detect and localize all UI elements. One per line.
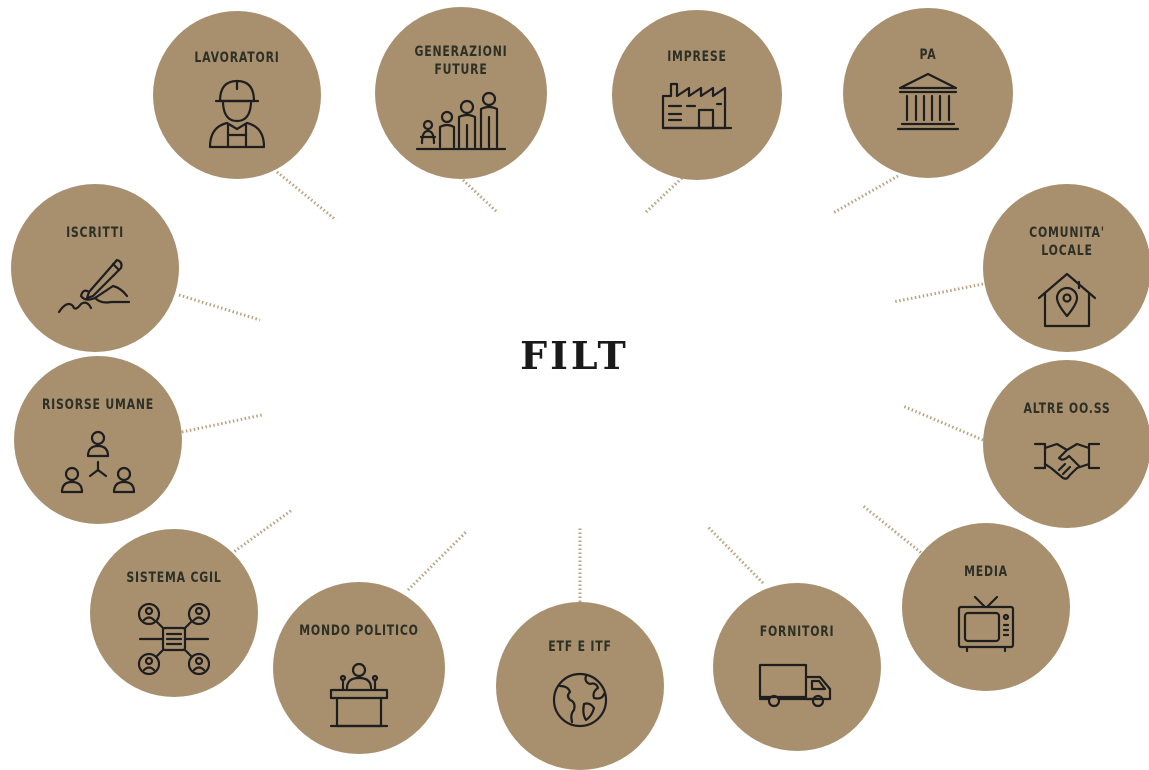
television-icon — [955, 593, 1017, 655]
center-title: FILT — [520, 333, 629, 378]
node-altre-oo-ss: ALTRE OO.SS — [983, 360, 1149, 528]
stakeholder-map: FILT LAVORATORI GENERAZIONI FUTURE IMPRE… — [11, 7, 1149, 770]
node-label: IMPRESE — [667, 49, 727, 65]
podium-speaker-icon — [327, 660, 391, 730]
home-location-icon — [1035, 270, 1099, 330]
connector-iscritti — [178, 293, 261, 322]
node-label: RISORSE UMANE — [41, 397, 155, 413]
connector-comunita-locale — [892, 282, 984, 304]
connector-lavoratori — [276, 170, 337, 222]
connector-pa — [832, 174, 899, 215]
connector-media — [861, 503, 925, 557]
family-icon — [415, 81, 507, 153]
node-risorse-umane: RISORSE UMANE — [14, 356, 182, 524]
network-icon — [136, 601, 212, 677]
government-building-icon — [896, 70, 960, 134]
node-label: SISTEMA CGIL — [126, 570, 222, 586]
node-label: ISCRITTI — [66, 225, 124, 241]
node-etf-e-itf: ETF E ITF — [496, 602, 664, 770]
worker-icon — [202, 73, 272, 149]
node-media: MEDIA — [902, 523, 1070, 691]
node-lavoratori: LAVORATORI — [153, 11, 321, 179]
node-label: ALTRE OO.SS — [1023, 401, 1111, 417]
node-label: MONDO POLITICO — [299, 623, 419, 639]
team-icon — [60, 428, 136, 498]
connector-lines — [178, 170, 984, 602]
connector-risorse-umane — [181, 413, 263, 434]
node-label: MEDIA — [964, 564, 1008, 580]
node-label: ETF E ITF — [548, 639, 612, 655]
node-sistema-cgil: SISTEMA CGIL — [90, 529, 258, 697]
signing-hand-icon — [57, 256, 133, 316]
globe-icon — [550, 670, 610, 730]
connector-generazioni-future — [461, 178, 499, 214]
node-label: FORNITORI — [759, 624, 835, 640]
connector-fornitori — [706, 525, 765, 585]
node-iscritti: ISCRITTI — [11, 184, 179, 352]
node-fornitori: FORNITORI — [713, 583, 881, 751]
node-imprese: IMPRESE — [612, 10, 782, 180]
truck-icon — [758, 661, 836, 709]
connector-mondo-politico — [406, 529, 469, 592]
node-comunita-locale: COMUNITA' LOCALE — [983, 184, 1149, 352]
node-generazioni-future: GENERAZIONI FUTURE — [375, 7, 547, 179]
node-label: GENERAZIONI FUTURE — [414, 44, 508, 78]
node-label: PA — [919, 47, 937, 63]
connector-imprese — [644, 176, 684, 214]
node-mondo-politico: MONDO POLITICO — [273, 582, 445, 754]
connector-sistema-cgil — [227, 508, 293, 558]
factory-icon — [659, 74, 735, 132]
connector-altre-oo-ss — [902, 404, 984, 442]
node-pa: PA — [843, 8, 1013, 178]
handshake-icon — [1033, 436, 1101, 480]
node-label: LAVORATORI — [194, 50, 280, 66]
node-label: COMUNITA' LOCALE — [1029, 225, 1105, 259]
